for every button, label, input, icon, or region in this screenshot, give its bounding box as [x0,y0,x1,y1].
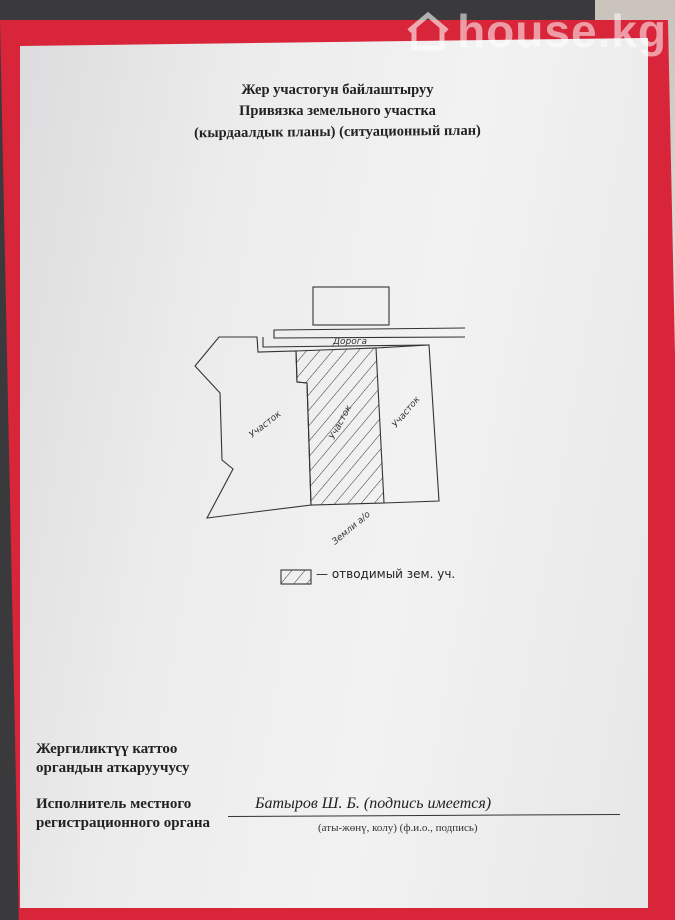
watermark: house.kg [405,4,667,58]
title-line-2: Привязка земельного участка [239,103,436,119]
label-kg-1: Жергиликтүү каттоо [36,741,178,757]
label-ru-2: регистрационного органа [36,815,211,831]
road-line-upper [273,327,466,339]
house-logo-icon [407,11,449,51]
title-line-1: Жер участогун байлаштыруу [241,82,434,98]
legend-text: — отводимый зем. уч. [316,567,456,581]
label-kg-2: органдын аткаруучусу [36,760,190,776]
situational-plan: Дорога Участок Участок Участок Земли а/о [248,286,466,585]
plot-right-label: Участок [391,394,423,430]
bottom-label: Земли а/о [331,509,374,547]
plot-left-label: Участок [248,409,284,440]
label-ru-1: Исполнитель местного [36,796,192,812]
legend-swatch [280,569,312,585]
road-label: Дорога [332,337,367,347]
plot-right [375,344,440,504]
signature-hint: (аты-жөнү, колу) (ф.и.о., подпись) [318,822,478,834]
road-line-lower [262,337,430,348]
building-rect [312,286,390,326]
executor-name: Батыров Ш. Б. (подпись имеется) [255,795,492,812]
